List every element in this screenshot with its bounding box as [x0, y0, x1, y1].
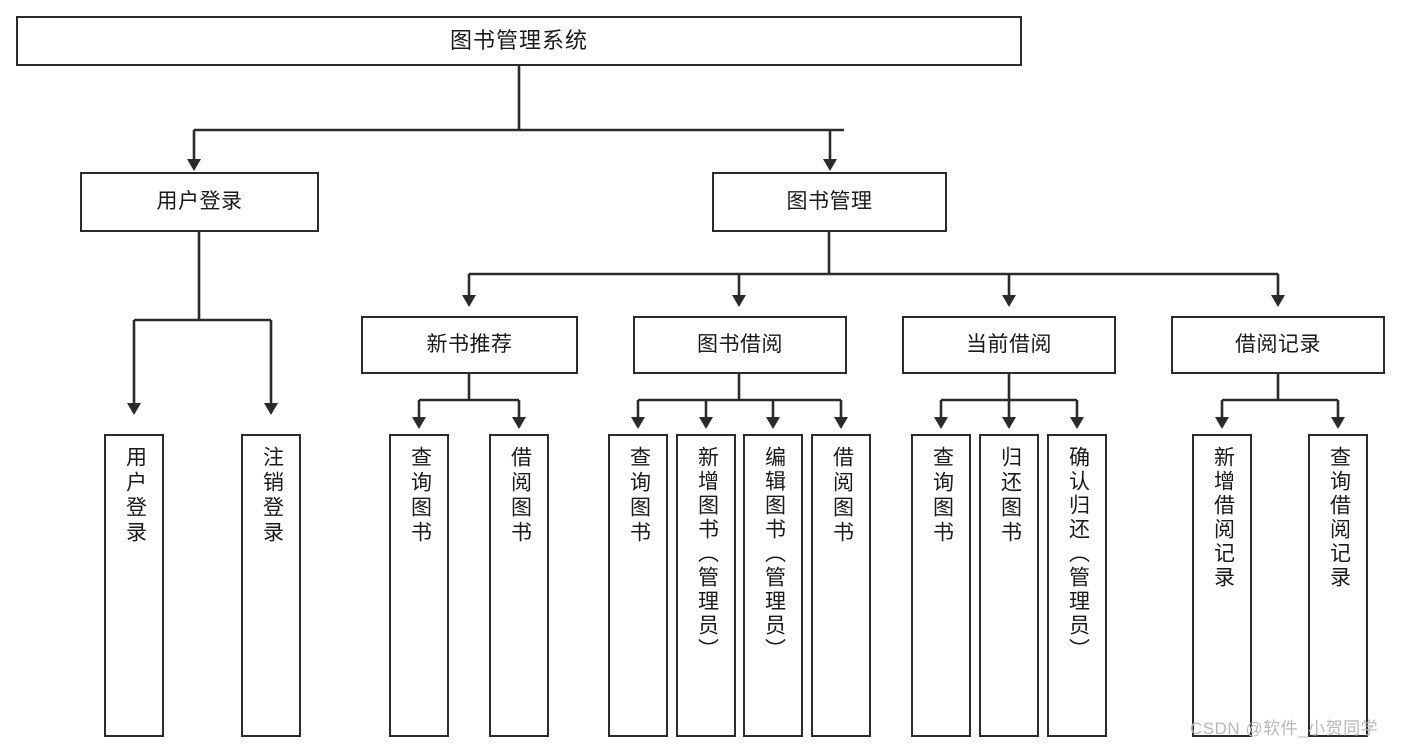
node-leaf-user-login-label: 用户登录 [123, 446, 147, 546]
node-leaf-query-book-2[interactable]: 查询图书 [608, 434, 668, 737]
node-book-manage[interactable]: 图书管理 [712, 172, 947, 232]
node-root-label: 图书管理系统 [449, 28, 588, 54]
node-book-borrow-label: 图书借阅 [697, 332, 783, 356]
node-leaf-logout-label: 注销登录 [260, 446, 284, 546]
node-book-borrow[interactable]: 图书借阅 [633, 316, 847, 374]
node-leaf-return-book[interactable]: 归还图书 [979, 434, 1039, 737]
node-leaf-edit-book[interactable]: 编辑图书（管理员） [743, 434, 803, 737]
watermark: CSDN @软件_小贺同学 [1190, 719, 1379, 738]
node-leaf-query-record-label: 查询借阅记录 [1327, 446, 1351, 590]
node-leaf-edit-book-label: 编辑图书（管理员） [762, 446, 786, 662]
node-leaf-query-book-2-label: 查询图书 [627, 446, 651, 546]
node-leaf-query-book-1[interactable]: 查询图书 [389, 434, 449, 737]
node-leaf-return-book-label: 归还图书 [998, 446, 1022, 546]
node-borrow-record[interactable]: 借阅记录 [1171, 316, 1385, 374]
node-new-book-recommend-label: 新书推荐 [426, 332, 513, 356]
node-leaf-borrow-book-2[interactable]: 借阅图书 [811, 434, 871, 737]
node-leaf-query-book-3-label: 查询图书 [930, 446, 954, 546]
node-new-book-recommend[interactable]: 新书推荐 [361, 316, 578, 374]
node-borrow-record-label: 借阅记录 [1235, 332, 1321, 356]
node-leaf-confirm-return-label: 确认归还（管理员） [1066, 446, 1090, 662]
node-leaf-borrow-book-1[interactable]: 借阅图书 [489, 434, 549, 737]
node-leaf-query-book-1-label: 查询图书 [408, 446, 432, 546]
node-current-borrow-label: 当前借阅 [966, 332, 1052, 356]
node-leaf-add-record[interactable]: 新增借阅记录 [1192, 434, 1252, 737]
node-leaf-logout[interactable]: 注销登录 [241, 434, 301, 737]
node-leaf-query-record[interactable]: 查询借阅记录 [1308, 434, 1368, 737]
node-current-borrow[interactable]: 当前借阅 [902, 316, 1116, 374]
node-leaf-borrow-book-2-label: 借阅图书 [830, 446, 854, 546]
node-leaf-add-book-label: 新增图书（管理员） [695, 446, 719, 662]
node-leaf-user-login[interactable]: 用户登录 [104, 434, 164, 737]
node-root[interactable]: 图书管理系统 [16, 16, 1022, 66]
node-leaf-add-book[interactable]: 新增图书（管理员） [676, 434, 736, 737]
node-leaf-add-record-label: 新增借阅记录 [1211, 446, 1235, 590]
node-leaf-borrow-book-1-label: 借阅图书 [508, 446, 532, 546]
node-user-login[interactable]: 用户登录 [80, 172, 319, 232]
node-leaf-query-book-3[interactable]: 查询图书 [911, 434, 971, 737]
node-user-login-label: 用户登录 [156, 189, 243, 213]
node-book-manage-label: 图书管理 [786, 189, 873, 213]
node-leaf-confirm-return[interactable]: 确认归还（管理员） [1047, 434, 1107, 737]
